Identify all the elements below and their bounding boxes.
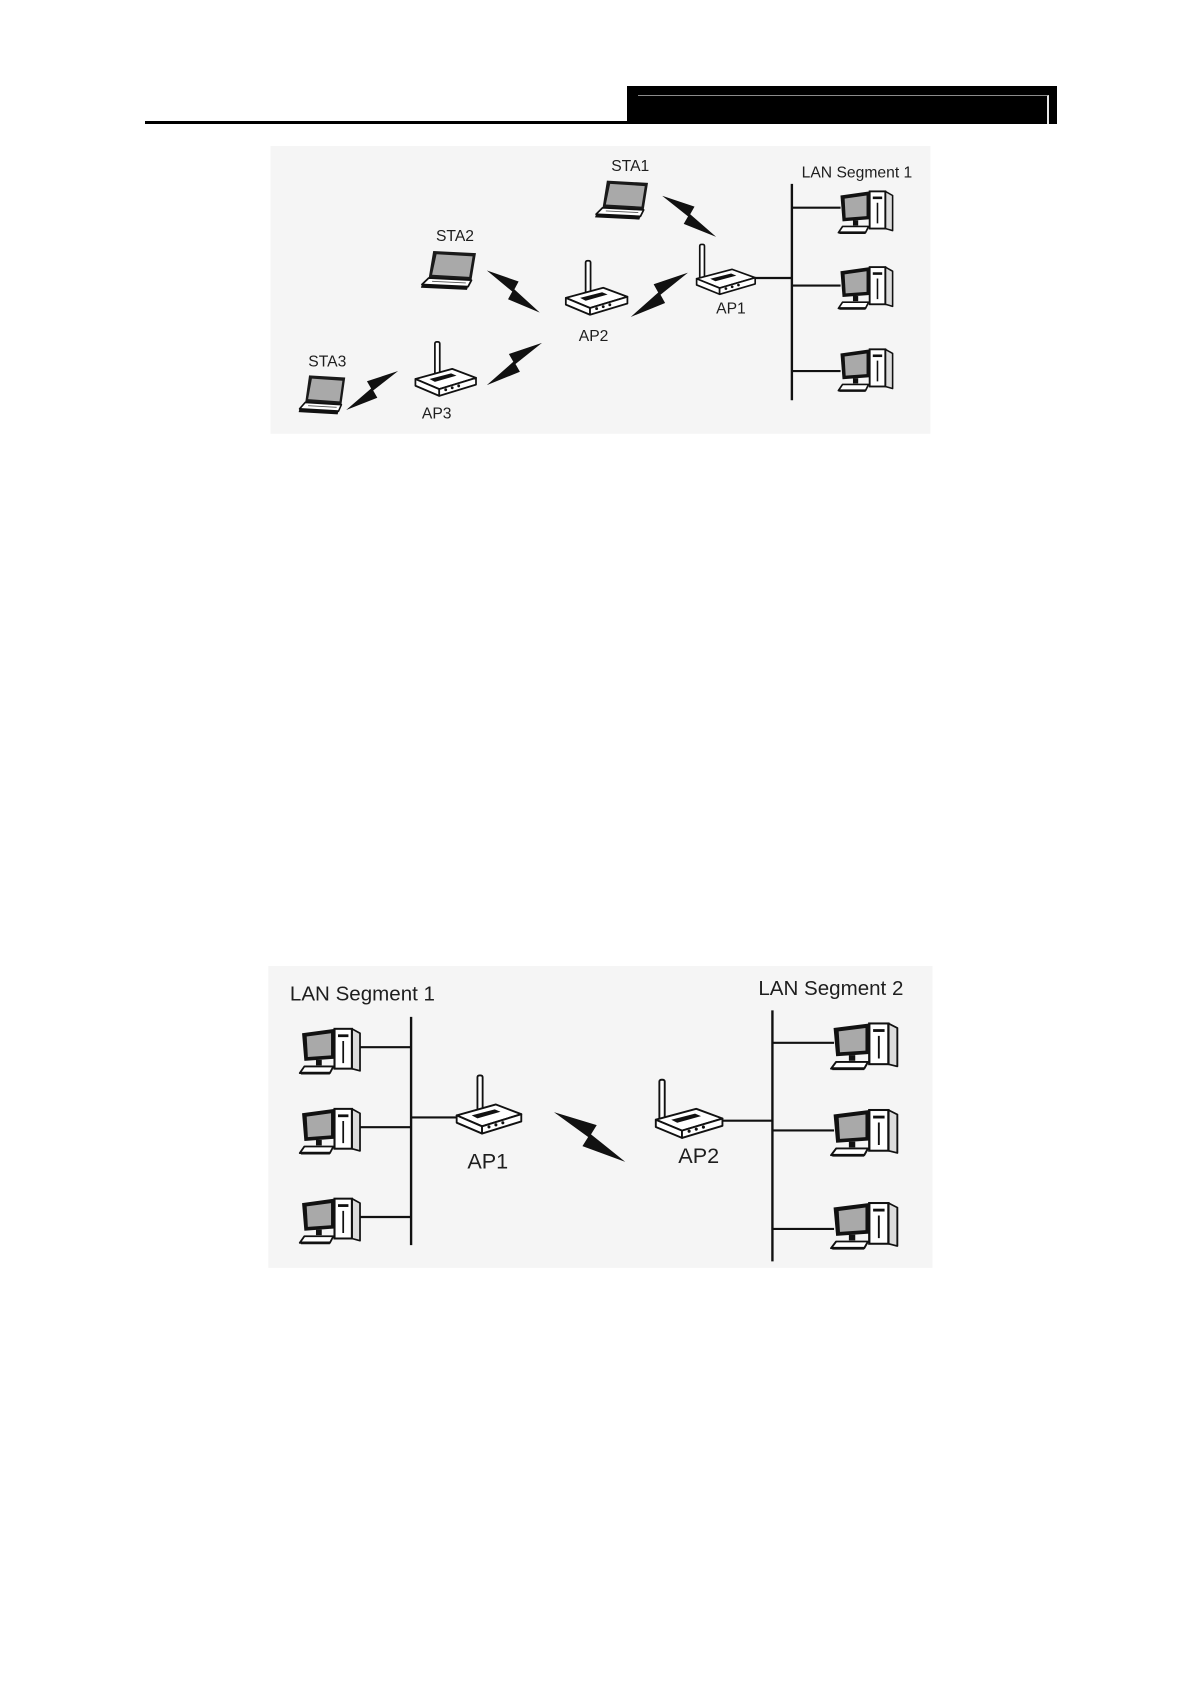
- desktop-pc-icon: [838, 349, 892, 390]
- ap-label: AP2: [579, 328, 609, 345]
- desktop-pc-icon: [300, 1109, 360, 1153]
- lan-segment-label: LAN Segment 2: [758, 977, 903, 1000]
- diagram-background: [268, 966, 932, 1268]
- desktop-pc-icon: [838, 267, 892, 308]
- desktop-pc-icon: [831, 1110, 897, 1155]
- lan-segment-label: LAN Segment 1: [802, 164, 913, 181]
- desktop-pc-icon: [838, 191, 892, 232]
- desktop-pc-icon: [300, 1029, 360, 1073]
- lan-segment-label: LAN Segment 1: [290, 983, 435, 1006]
- desktop-pc-icon: [831, 1023, 897, 1068]
- network-diagram-bottom: LAN Segment 1 AP1 AP2: [268, 966, 932, 1268]
- ap-label: AP2: [678, 1143, 719, 1168]
- station-label: STA1: [611, 158, 649, 175]
- ap-label: AP1: [467, 1148, 508, 1173]
- desktop-pc-icon: [831, 1203, 897, 1248]
- desktop-pc-icon: [300, 1199, 360, 1243]
- station-label: STA3: [308, 354, 346, 371]
- ap-label: AP3: [422, 406, 452, 423]
- station-label: STA2: [436, 228, 474, 245]
- network-diagram-top: LAN Segment 1 AP1 AP2: [270, 146, 930, 434]
- ap-label: AP1: [716, 301, 746, 318]
